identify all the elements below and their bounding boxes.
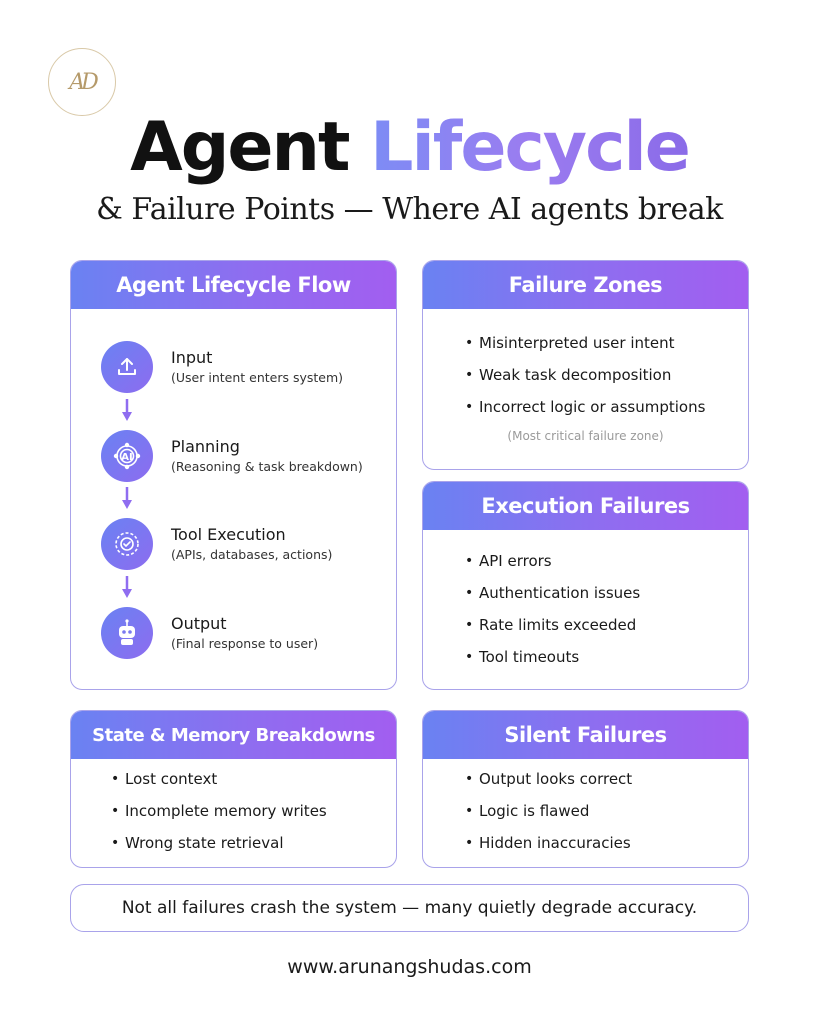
robot-icon xyxy=(101,607,153,659)
page-title: Agent Lifecycle xyxy=(0,108,819,188)
footer-note: Not all failures crash the system — many… xyxy=(70,884,749,932)
list-item: Authentication issues xyxy=(465,577,748,609)
list-item: API errors xyxy=(465,545,748,577)
list-item: Incomplete memory writes xyxy=(111,795,396,827)
list-item: Logic is flawed xyxy=(465,795,748,827)
list-item: Tool timeouts xyxy=(465,641,748,673)
flow-step-subtitle: (Reasoning & task breakdown) xyxy=(171,459,363,474)
list-item: Weak task decomposition xyxy=(465,359,748,391)
list-item: Hidden inaccuracies xyxy=(465,827,748,859)
state-memory-heading: State & Memory Breakdowns xyxy=(71,711,396,759)
list-item: Misinterpreted user intent xyxy=(465,327,748,359)
title-word-agent: Agent xyxy=(130,108,350,187)
ai-brain-icon: AI xyxy=(101,430,153,482)
website-link[interactable]: www.arunangshudas.com xyxy=(287,956,532,978)
svg-text:AI: AI xyxy=(121,452,132,463)
page-subtitle: & Failure Points — Where AI agents break xyxy=(96,192,723,227)
flow-step-planning: AI Planning (Reasoning & task breakdown) xyxy=(101,430,363,482)
list-item: Output looks correct xyxy=(465,763,748,795)
flow-step-subtitle: (APIs, databases, actions) xyxy=(171,547,333,562)
flow-step-subtitle: (User intent enters system) xyxy=(171,370,344,385)
flow-step-title: Input xyxy=(171,348,213,367)
lifecycle-flow-heading: Agent Lifecycle Flow xyxy=(71,261,396,309)
flow-step-input: Input (User intent enters system) xyxy=(101,341,343,393)
arrow-down-icon xyxy=(122,576,132,598)
list-item: Lost context xyxy=(111,763,396,795)
execution-failures-card: Execution Failures API errors Authentica… xyxy=(422,481,749,690)
list-item: Rate limits exceeded xyxy=(465,609,748,641)
failure-zones-card: Failure Zones Misinterpreted user intent… xyxy=(422,260,749,470)
brand-logo: AD xyxy=(48,48,116,116)
arrow-down-icon xyxy=(122,399,132,421)
failure-zones-heading: Failure Zones xyxy=(423,261,748,309)
flow-step-subtitle: (Final response to user) xyxy=(171,636,319,651)
upload-icon xyxy=(101,341,153,393)
flow-step-tool-execution: Tool Execution (APIs, databases, actions… xyxy=(101,518,332,570)
title-word-lifecycle: Lifecycle xyxy=(370,108,691,187)
flow-step-title: Tool Execution xyxy=(171,525,286,544)
lifecycle-flow-card: Agent Lifecycle Flow Input (User intent … xyxy=(70,260,397,690)
list-item: Incorrect logic or assumptions xyxy=(465,391,748,423)
state-memory-card: State & Memory Breakdowns Lost context I… xyxy=(70,710,397,868)
list-item: Wrong state retrieval xyxy=(111,827,396,859)
silent-failures-heading: Silent Failures xyxy=(423,711,748,759)
gear-icon xyxy=(101,518,153,570)
failure-zones-note: (Most critical failure zone) xyxy=(507,429,664,443)
arrow-down-icon xyxy=(122,487,132,509)
flow-step-title: Output xyxy=(171,614,227,633)
flow-step-output: Output (Final response to user) xyxy=(101,607,318,659)
silent-failures-card: Silent Failures Output looks correct Log… xyxy=(422,710,749,868)
execution-failures-heading: Execution Failures xyxy=(423,482,748,530)
flow-step-title: Planning xyxy=(171,437,240,456)
